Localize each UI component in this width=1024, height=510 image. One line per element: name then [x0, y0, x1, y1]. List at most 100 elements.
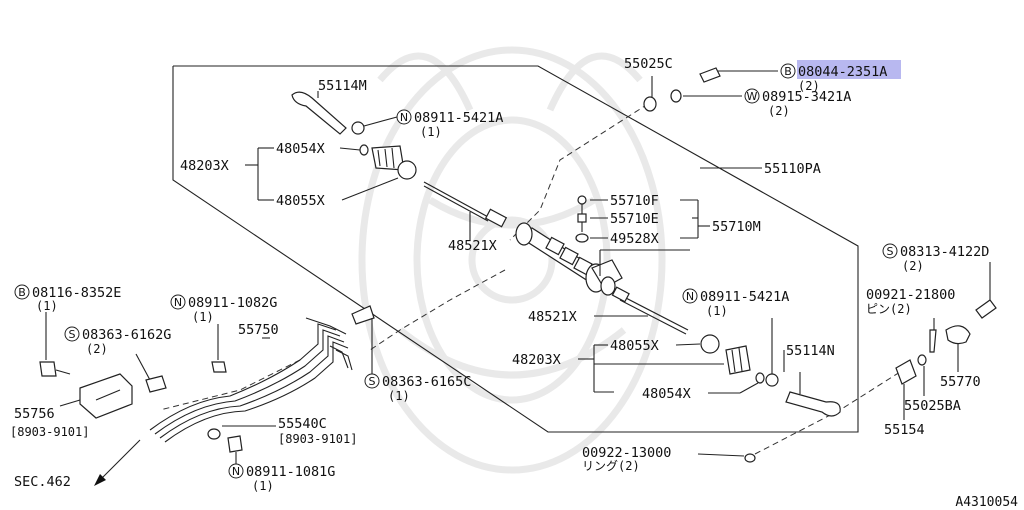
centerline-lower: [369, 269, 506, 351]
label-08044-2351a[interactable]: 08044-2351A: [798, 64, 887, 80]
prefix-w-08915: W: [747, 90, 758, 103]
prefix-b-08044: B: [784, 65, 792, 78]
label-08911-1081g[interactable]: 08911-1081G: [246, 464, 335, 480]
qty-08116: (1): [36, 299, 58, 313]
label-08915-3421a[interactable]: 08915-3421A: [762, 89, 851, 105]
label-55710f[interactable]: 55710F: [610, 193, 659, 209]
label-00921-21800[interactable]: 00921-21800: [866, 287, 955, 303]
qty-08363a: (2): [86, 342, 108, 356]
part-inner-rod-48521x-lower: [621, 295, 689, 331]
label-55540c[interactable]: 55540C: [278, 416, 327, 432]
label-08911-5421a-lower[interactable]: 08911-5421A: [700, 289, 789, 305]
label-55710e[interactable]: 55710E: [610, 211, 659, 227]
qty-00922: リング(2): [582, 459, 640, 473]
label-49528x[interactable]: 49528X: [610, 231, 659, 247]
part-nut-08911b: [211, 361, 227, 373]
centerline-upper: [509, 103, 649, 241]
part-seal-55540c: [207, 428, 221, 440]
prefix-s-08313: S: [887, 245, 894, 258]
label-55025c[interactable]: 55025C: [624, 56, 673, 72]
label-48203x-upper[interactable]: 48203X: [180, 158, 229, 174]
qty-08911a: (1): [420, 125, 442, 139]
part-rod-end-upper: [484, 208, 508, 228]
assembly-outline: [172, 65, 859, 433]
part-inner-rod-48521x-upper: [423, 181, 491, 219]
part-bolt-08313: [975, 299, 997, 319]
label-08116-8352e[interactable]: 08116-8352E: [32, 285, 121, 301]
label-55114m[interactable]: 55114M: [318, 78, 367, 94]
qty-08313: (2): [902, 259, 924, 273]
qty-00921: ピン(2): [866, 302, 912, 316]
part-clamp-48055x: [397, 160, 417, 180]
part-fitting-55710f: [577, 195, 587, 214]
label-55756[interactable]: 55756: [14, 406, 55, 422]
part-ring-48054x-lower: [755, 372, 765, 384]
part-bolt-08363a: [145, 375, 167, 393]
label-55710m[interactable]: 55710M: [712, 219, 761, 235]
label-48203x-lower[interactable]: 48203X: [512, 352, 561, 368]
label-48521x-lower[interactable]: 48521X: [528, 309, 577, 325]
part-nut-08911a: [351, 121, 365, 135]
prefix-n-08911b: N: [174, 296, 182, 309]
part-nut-08911d: [227, 435, 243, 453]
label-08363-6165c[interactable]: 08363-6165C: [382, 374, 471, 390]
part-ring-48054x: [359, 144, 369, 156]
part-55770-clamp: [945, 325, 971, 345]
bolt-08044: [699, 67, 721, 83]
part-steering-rack: [515, 222, 623, 296]
qty-08363b: (1): [388, 389, 410, 403]
label-55114n[interactable]: 55114N: [786, 343, 835, 359]
date-55756: [8903-9101]: [10, 425, 89, 439]
label-55770[interactable]: 55770: [940, 374, 981, 390]
part-55114m-tie-rod-end: [291, 91, 347, 135]
part-ring-00922: [744, 453, 756, 463]
section-reference[interactable]: SEC.462: [14, 474, 71, 490]
label-08911-1082g[interactable]: 08911-1082G: [188, 295, 277, 311]
label-55025ba[interactable]: 55025BA: [904, 398, 961, 414]
part-fitting-55710e: [577, 213, 587, 232]
arrow-icon: [94, 474, 106, 486]
part-bolt-08363b: [351, 305, 375, 325]
prefix-n-08911c: N: [686, 290, 694, 303]
part-55154-fitting: [895, 359, 917, 385]
label-08363-6162g[interactable]: 08363-6162G: [82, 327, 171, 343]
qty-08911c: (1): [706, 304, 728, 318]
part-bolt-08116: [39, 361, 57, 377]
leader-08911a: [363, 116, 398, 127]
part-55114n-tie-rod-end: [785, 391, 841, 417]
label-55154[interactable]: 55154: [884, 422, 925, 438]
qty-08044: (2): [798, 79, 820, 93]
part-pin-00921: [929, 329, 937, 353]
prefix-n-08911a: N: [400, 111, 408, 124]
washer-55025c: [643, 96, 657, 112]
label-08911-5421a-upper[interactable]: 08911-5421A: [414, 110, 503, 126]
label-08313-4122d[interactable]: 08313-4122D: [900, 244, 989, 260]
centerline-pipes: [159, 359, 301, 411]
part-seal-49528x: [575, 233, 589, 243]
part-55750-pipes: [149, 317, 353, 443]
washer-08915: [670, 89, 682, 103]
highlight-box: [797, 60, 901, 79]
qty-08915: (2): [768, 104, 790, 118]
date-55540c: [8903-9101]: [278, 432, 357, 446]
part-nut-08911c: [765, 373, 779, 387]
qty-08911d: (1): [252, 479, 274, 493]
prefix-s-08363b: S: [369, 375, 376, 388]
figure-id: A4310054: [955, 495, 1018, 510]
watermark-crest: [358, 46, 666, 474]
prefix-s-08363a: S: [69, 328, 76, 341]
label-55110pa[interactable]: 55110PA: [764, 161, 821, 177]
label-48054x-lower[interactable]: 48054X: [642, 386, 691, 402]
part-clamp-48055x-lower: [700, 334, 720, 354]
label-48055x-upper[interactable]: 48055X: [276, 193, 325, 209]
prefix-n-08911d: N: [232, 465, 240, 478]
label-55750[interactable]: 55750: [238, 322, 279, 338]
label-48521x-upper[interactable]: 48521X: [448, 238, 497, 254]
part-boot-48054x-lower: [725, 345, 751, 375]
label-48055x-lower[interactable]: 48055X: [610, 338, 659, 354]
qty-08911b: (1): [192, 310, 214, 324]
prefix-b-08116: B: [18, 286, 26, 299]
label-48054x-upper[interactable]: 48054X: [276, 141, 325, 157]
label-00922-13000[interactable]: 00922-13000: [582, 445, 671, 461]
